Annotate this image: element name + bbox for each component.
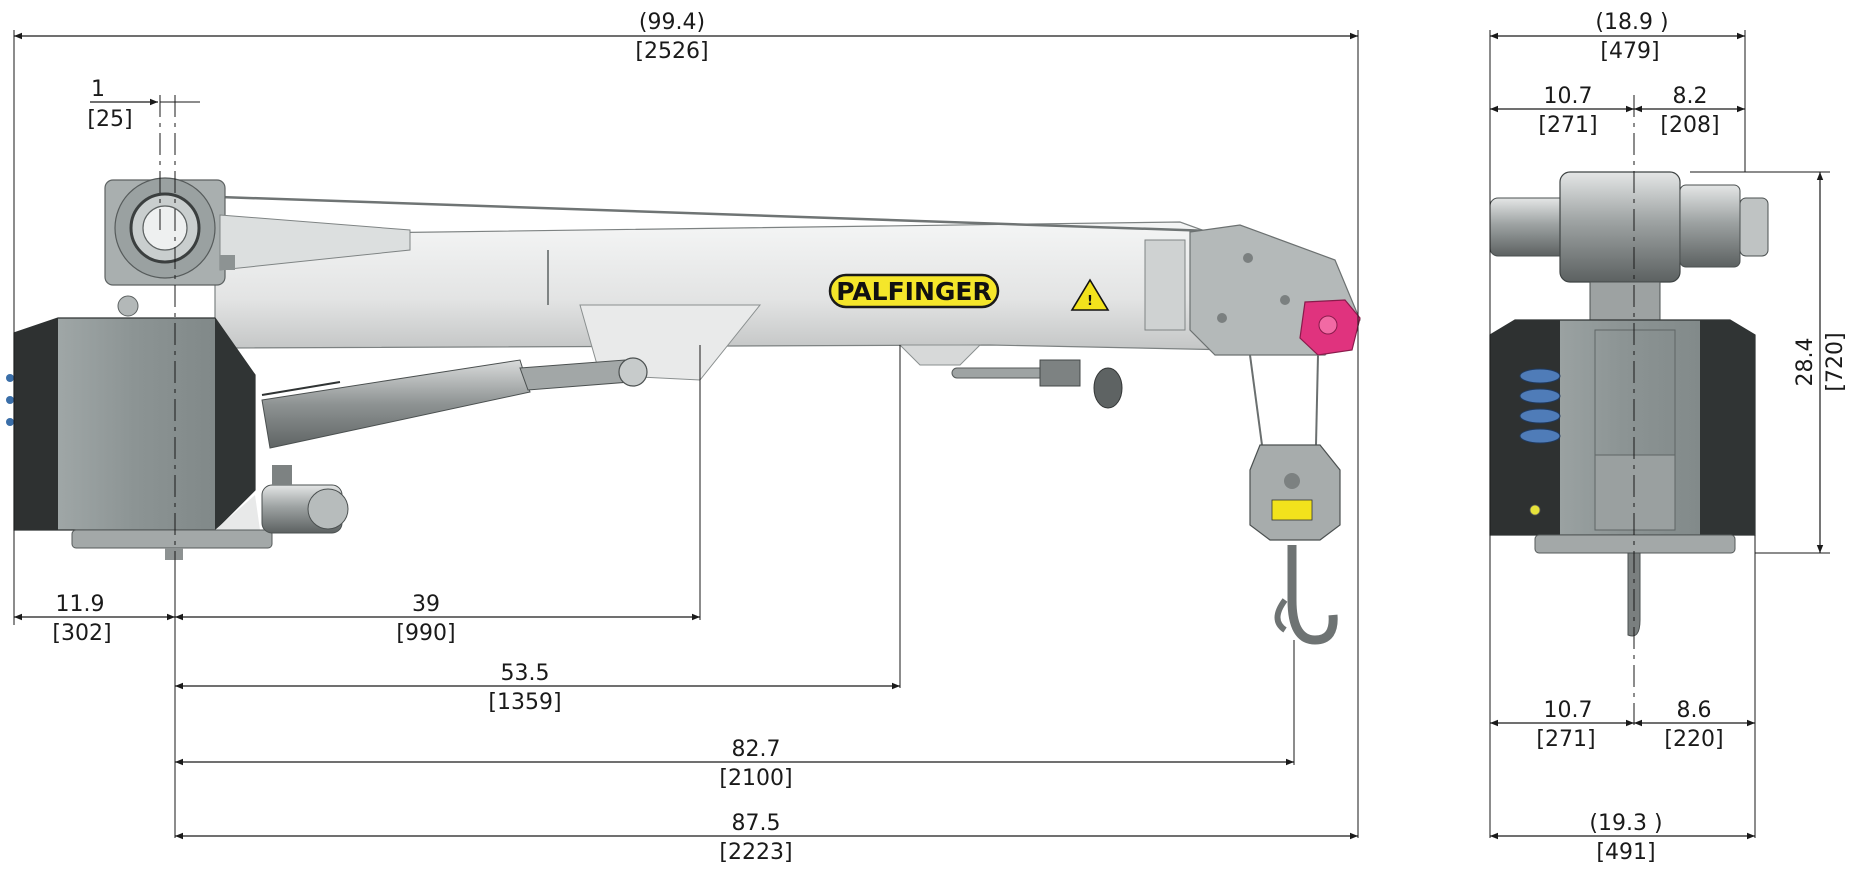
slewing-head [104,177,411,317]
dim-rear-overhang-metric: [302] [52,621,111,646]
boom-tip-head [1189,224,1361,356]
dim-top-right-metric: [208] [1660,113,1719,138]
svg-text:!: ! [1087,294,1093,309]
logo-text: PALFINGER [836,277,991,306]
lever-handle [951,359,1123,409]
dim-boom-bracket-imperial: 53.5 [501,661,550,686]
dim-total-length-metric: [2526] [635,39,708,64]
end-view: (18.9 ) [479] 10.7 [271] 8.2 [208] 28.4 … [1489,10,1848,865]
dim-top-left-imperial: 10.7 [1544,84,1593,109]
dim-top-left-metric: [271] [1538,113,1597,138]
turret-housing [6,317,260,531]
dim-total-length-imperial: (99.4) [639,10,705,35]
dim-height-imperial: 28.4 [1793,338,1818,387]
dim-boom-tip-metric: [2223] [719,840,792,865]
winch-drum [1489,171,1769,323]
dim-rear-overhang-imperial: 11.9 [56,592,105,617]
dim-hook-reach-metric: [2100] [719,766,792,791]
dim-pivot-offset-imperial: 1 [91,77,105,102]
dim-bottom-left-metric: [271] [1536,727,1595,752]
dim-top-right-imperial: 8.2 [1673,84,1708,109]
side-base-plate [71,529,273,549]
slew-motor [261,465,349,534]
boom [214,195,1241,381]
dim-bottom-right-imperial: 8.6 [1677,698,1712,723]
dim-pivot-offset-metric: [25] [87,107,132,132]
dim-boom-tip-imperial: 87.5 [732,811,781,836]
side-view: PALFINGER ! (99.4) [2526] 1 [25] 11.9 [3… [6,10,1361,865]
hook-block [1249,354,1341,645]
dim-top-overall-imperial: (18.9 ) [1595,10,1668,35]
dim-top-overall-metric: [479] [1600,39,1659,64]
hydraulic-cylinder [261,357,648,449]
dim-bottom-right-metric: [220] [1664,727,1723,752]
dim-base-overall-imperial: (19.3 ) [1589,811,1662,836]
warning-icon [1070,278,1110,311]
dim-bottom-left-imperial: 10.7 [1544,698,1593,723]
dim-cylinder-pin-imperial: 39 [412,592,440,617]
dim-height-metric: [720] [1823,332,1848,391]
end-housing [1489,319,1756,536]
dim-base-overall-metric: [491] [1596,840,1655,865]
dim-cylinder-pin-metric: [990] [396,621,455,646]
palfinger-logo: PALFINGER [828,273,1000,309]
end-base-plate [1534,534,1736,554]
dim-hook-reach-imperial: 82.7 [732,737,781,762]
dim-boom-bracket-metric: [1359] [488,690,561,715]
